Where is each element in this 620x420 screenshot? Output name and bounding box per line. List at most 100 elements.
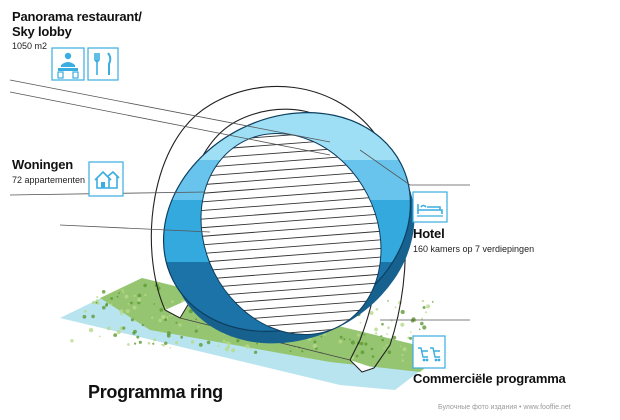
grille-slat: [189, 255, 401, 273]
grass-speck: [122, 291, 125, 294]
grass-speck: [394, 306, 397, 309]
hotel-title: Hotel: [413, 226, 445, 241]
grass-speck: [121, 289, 124, 292]
grass-speck: [253, 350, 258, 354]
grass-speck: [245, 344, 250, 349]
grass-speck: [370, 347, 374, 351]
grass-speck: [116, 295, 119, 298]
grass-speck: [162, 343, 166, 347]
grass-speck: [152, 342, 155, 345]
panorama-area: 1050 m2: [12, 41, 48, 51]
grass-speck: [400, 309, 405, 315]
grass-speck: [338, 339, 343, 344]
grille-slat: [189, 263, 401, 281]
grass-speck: [118, 292, 120, 294]
grass-speck: [422, 325, 427, 330]
grille-slat: [189, 272, 401, 290]
grass-speck: [119, 309, 124, 314]
grass-speck: [171, 300, 174, 303]
grass-speck: [133, 294, 136, 297]
grass-speck: [194, 329, 198, 333]
grass-speck: [175, 321, 178, 324]
grass-speck: [400, 322, 405, 327]
grass-speck: [410, 331, 412, 333]
grass-speck: [421, 299, 425, 303]
hotel-rooms: 160 kamers op 7 verdiepingen: [413, 244, 535, 254]
grass-speck: [98, 335, 101, 338]
grass-speck: [190, 340, 195, 344]
grass-speck: [133, 329, 137, 334]
grass-speck: [323, 333, 326, 336]
grille-slat: [189, 220, 401, 238]
grass-speck: [153, 303, 155, 305]
grass-speck: [250, 348, 253, 350]
grass-speck: [371, 355, 375, 358]
grass-speck: [105, 302, 109, 306]
grass-speck: [418, 328, 421, 331]
grass-speck: [91, 314, 95, 319]
grass-speck: [141, 324, 144, 327]
grass-speck: [126, 343, 130, 346]
grass-speck: [431, 301, 434, 303]
grass-speck: [70, 339, 74, 343]
watermark-text: Булочные фото издания • www.fooffie.net: [438, 404, 571, 411]
houses-icon: [88, 161, 124, 197]
grass-speck: [113, 333, 118, 337]
grass-speck: [409, 336, 413, 340]
grass-speck: [119, 326, 124, 331]
grass-speck: [225, 341, 229, 345]
arch-right-foot: [349, 359, 375, 373]
grass-speck: [143, 283, 147, 288]
grass-speck: [385, 344, 388, 347]
grass-speck: [231, 348, 236, 353]
grass-speck: [164, 341, 168, 345]
grass-speck: [166, 333, 171, 338]
grass-speck: [188, 309, 193, 314]
grass-speck: [110, 303, 113, 306]
grass-speck: [124, 294, 129, 299]
grass-speck: [380, 335, 383, 338]
grass-speck: [130, 318, 134, 322]
grass-speck: [360, 350, 365, 355]
woningen-count: 72 appartementen: [12, 175, 86, 185]
grille-slat: [189, 203, 401, 221]
grass-speck: [153, 338, 157, 342]
grass-speck: [160, 331, 163, 334]
grass-speck: [136, 335, 140, 339]
grass-speck: [88, 327, 94, 333]
grass-speck: [144, 293, 147, 297]
grass-speck: [120, 312, 123, 316]
lobby-icon: [51, 47, 85, 81]
grass-speck: [356, 333, 361, 337]
grass-speck: [387, 350, 392, 355]
grass-speck: [159, 308, 164, 312]
grille-slat: [189, 246, 401, 264]
grass-speck: [289, 350, 292, 353]
grille-slat: [189, 194, 401, 212]
grass-speck: [178, 323, 182, 327]
grass-speck: [164, 306, 167, 309]
grass-speck: [158, 318, 162, 323]
grass-speck: [197, 325, 200, 328]
grille-slat: [189, 212, 401, 230]
grass-speck: [206, 340, 211, 345]
grille-slat: [189, 229, 401, 247]
grass-speck: [102, 305, 106, 310]
grass-speck: [301, 350, 304, 353]
grass-speck: [422, 306, 426, 309]
grass-speck: [137, 293, 142, 298]
grass-speck: [350, 340, 355, 345]
grass-speck: [363, 333, 366, 336]
grille-slat: [189, 237, 401, 255]
grass-speck: [137, 298, 141, 303]
grass-speck: [410, 318, 415, 323]
hotel-bed-icon: [412, 191, 448, 223]
grass-speck: [132, 305, 137, 310]
grass-speck: [82, 314, 87, 319]
leader-woningen-b: [59, 224, 211, 233]
grass-speck: [138, 340, 142, 344]
grass-speck: [402, 347, 407, 352]
grass-speck: [375, 308, 379, 311]
grass-speck: [84, 309, 87, 313]
